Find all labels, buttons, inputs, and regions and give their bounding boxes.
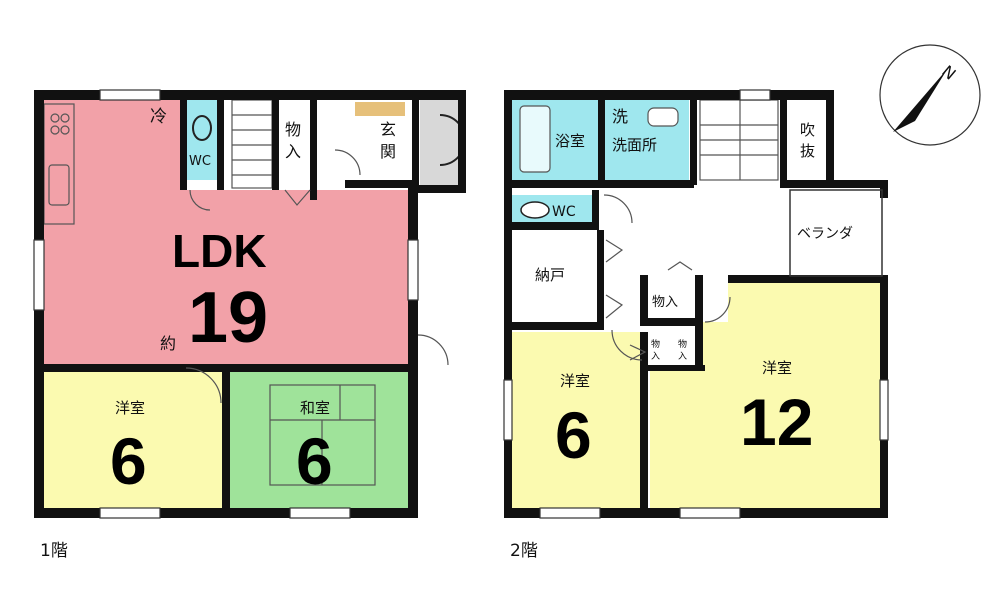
entrance-label-1: 玄 (380, 120, 396, 139)
closet-label: 納戸 (535, 266, 565, 284)
small-storage-b-1: 物 (678, 338, 687, 350)
japanese-room-area (230, 372, 410, 510)
ldk-area (40, 100, 410, 368)
small-storage-b-2: 入 (678, 351, 687, 362)
bath-label: 浴室 (555, 132, 585, 150)
storage-1f-label-2: 入 (285, 142, 301, 161)
veranda-label: ベランダ (797, 226, 853, 242)
fridge-label: 冷 (150, 107, 167, 127)
stairs-2f (699, 99, 779, 181)
tatami-lines (269, 384, 376, 486)
compass: N (879, 44, 981, 146)
sink-icon (647, 107, 679, 127)
wc-2f-label: WC (552, 204, 576, 220)
door-swings-1f (185, 149, 449, 404)
western-2f-large-area (650, 282, 880, 510)
floor1-caption: 1階 (40, 541, 68, 561)
western-2f-small-size: 6 (555, 398, 592, 472)
small-storage-a-2: 入 (651, 351, 660, 362)
ldk-approx: 約 (160, 334, 176, 353)
floor1: 冷 WC 物 入 玄 関 LDK 約 19 洋室 6 和室 6 1階 (33, 89, 466, 561)
shoe-box (355, 102, 405, 116)
japanese-name: 和室 (300, 399, 330, 417)
entrance-label-2: 関 (380, 142, 396, 161)
toilet-1f-icon (192, 115, 212, 141)
floor2: 浴室 洗 洗面所 WC 吹 抜 ベランダ 納戸 物入 物 入 物 入 洋室 6 … (503, 89, 889, 561)
storage-1f-label-1: 物 (285, 120, 301, 139)
western-2f-large-size: 12 (740, 385, 813, 459)
wc-1f-label: WC (189, 154, 211, 169)
atrium-label-1: 吹 (800, 121, 815, 139)
japanese-size: 6 (296, 424, 333, 498)
toilet-2f-icon (520, 201, 550, 219)
small-storage-a-1: 物 (651, 338, 660, 350)
door-swings-2f (603, 194, 731, 361)
windows-1f (33, 89, 419, 519)
washroom-label: 洗面所 (612, 136, 657, 154)
bathtub-icon (519, 105, 551, 173)
floor2-caption: 2階 (510, 541, 538, 561)
washer-label: 洗 (612, 107, 628, 126)
ldk-size: 19 (188, 278, 268, 358)
atrium-label-2: 抜 (800, 142, 815, 160)
stairs-1f (231, 99, 273, 189)
entrance-floor (420, 100, 462, 190)
western-1f-name: 洋室 (115, 399, 145, 417)
veranda-outline (789, 189, 883, 277)
windows-2f (503, 89, 889, 519)
western-2f-large-name: 洋室 (762, 359, 792, 377)
western-2f-small-name: 洋室 (560, 372, 590, 390)
western-room-1f-area (40, 372, 223, 510)
western-2f-small-area (512, 332, 642, 510)
storage-2f-label: 物入 (652, 295, 678, 310)
western-1f-size: 6 (110, 424, 147, 498)
ldk-name: LDK (172, 225, 267, 277)
